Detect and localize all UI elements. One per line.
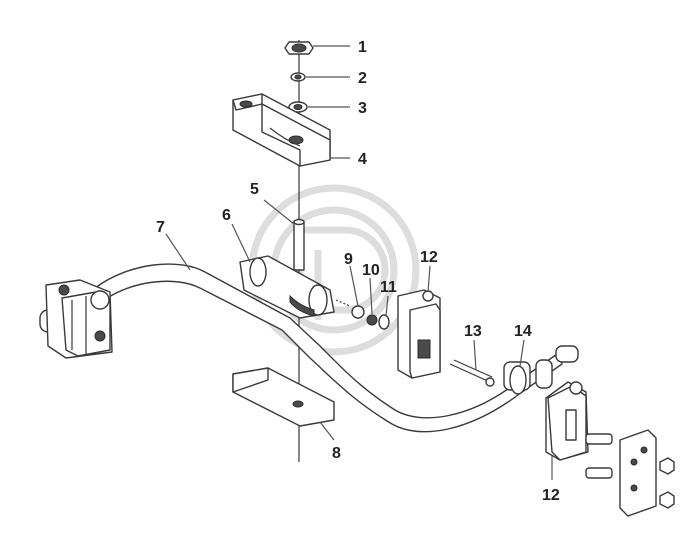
label-8: 8 [332, 445, 341, 462]
label-11: 11 [380, 279, 397, 296]
label-9: 9 [344, 251, 353, 268]
left-end-link [39, 279, 113, 359]
part-2-washer [290, 72, 306, 82]
leader-lines [165, 45, 553, 480]
label-4: 4 [358, 151, 367, 168]
part-13-pin [449, 359, 495, 387]
part-4-clamp [232, 93, 331, 167]
label-7: 7 [156, 219, 165, 236]
label-5: 5 [250, 181, 259, 198]
part-8-plate [232, 367, 335, 427]
label-12-lower: 12 [542, 487, 560, 504]
right-end-hardware [585, 429, 675, 517]
part-14-bushing [503, 345, 579, 395]
part-3-washer [288, 101, 308, 113]
part-12-bracket-lower [545, 381, 589, 461]
label-6: 6 [222, 207, 231, 224]
label-3: 3 [358, 100, 367, 117]
label-14: 14 [514, 323, 532, 340]
part-9-bolt [335, 299, 365, 319]
part-12-bracket-upper [397, 289, 441, 379]
label-10: 10 [362, 262, 380, 279]
part-11-washer [378, 314, 390, 330]
part-1-nut [284, 41, 314, 55]
label-1: 1 [358, 39, 367, 56]
label-2: 2 [358, 70, 367, 87]
label-12-upper: 12 [420, 249, 438, 266]
part-6-bracket [239, 255, 335, 319]
callout-labels: 1 2 3 4 5 6 7 8 9 10 11 12 12 13 14 [156, 39, 560, 504]
label-13: 13 [464, 323, 482, 340]
part-5-stud [293, 218, 305, 271]
part-10-washer [366, 314, 378, 326]
